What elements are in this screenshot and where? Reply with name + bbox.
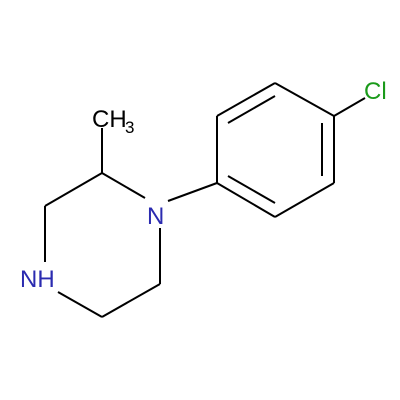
chlorine-label: Cl [364,78,387,105]
nitrogen-amine-label: NH [20,266,55,293]
bond [216,182,276,218]
bond [216,82,276,117]
double-bond-inner [227,95,276,124]
label-methyl: CH 3 [92,106,134,137]
methyl-subscript: 3 [125,118,134,137]
bond [274,82,335,117]
piperazine-ring [44,172,161,318]
bond-ring-n [167,182,218,202]
nitrogen-aryl-label: N [147,203,164,230]
bond-ring-cl [333,97,366,117]
bond [57,291,103,318]
methyl-label: CH [92,106,127,133]
bond [274,182,335,218]
bond [101,283,161,318]
bond [101,172,146,199]
benzene-ring [216,82,335,218]
bond [44,172,103,207]
double-bond-inner [227,175,276,204]
